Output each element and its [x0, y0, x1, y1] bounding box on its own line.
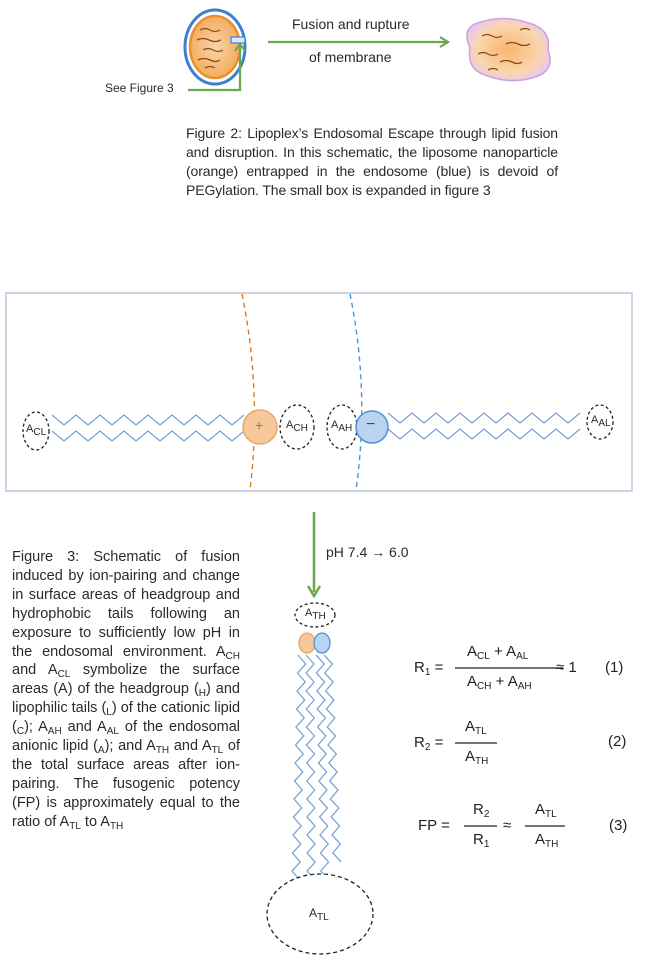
eq3-numerator: R2 [473, 801, 490, 820]
aal-label: AAL [591, 414, 611, 429]
eq2-lhs: R2 = [414, 734, 444, 753]
fusion-label-line2: of membrane [309, 49, 392, 65]
fusion-arrow [268, 36, 451, 48]
ruptured-vesicle [466, 17, 551, 82]
endosome-membrane-line [349, 293, 363, 491]
eq1-denominator: ACH + AAH [467, 673, 532, 692]
membrane-box [5, 292, 633, 492]
eq3-denominator: R1 [473, 831, 490, 850]
anionic-lipid-tails [387, 412, 581, 440]
ph-label: pH 7.4 → 6.0 [326, 544, 409, 560]
liposome-membrane-line [241, 293, 256, 491]
eq1-lhs: R1 = [414, 659, 444, 678]
anionic-headgroup [355, 410, 389, 444]
paired-lipid-tails [291, 654, 342, 890]
aah-label: AAH [331, 419, 353, 434]
eq2-numerator: ATL [465, 718, 487, 737]
atl-ellipse [266, 873, 374, 955]
figure-2-caption: Figure 2: Lipoplex’s Endosomal Escape th… [186, 125, 558, 198]
endosome-with-liposome [183, 8, 247, 86]
acl-label: ACL [26, 423, 47, 438]
eq1-approx: ≈ 1 [556, 659, 577, 676]
eq1-numerator: ACL + AAL [467, 643, 529, 662]
cationic-headgroup [242, 409, 278, 445]
see-figure-3-label: See Figure 3 [105, 81, 174, 95]
eq3-denominator-2: ATH [535, 831, 559, 850]
ach-label: ACH [286, 419, 308, 434]
ath-ellipse [294, 602, 336, 628]
eq3-approx: ≈ [503, 817, 512, 834]
eq3-number: (3) [609, 817, 628, 834]
cationic-lipid-tails [51, 414, 245, 442]
plus-sign: + [255, 417, 264, 433]
aal-ellipse [586, 404, 614, 440]
expanded-region-box [230, 36, 246, 44]
atl-label: ATL [309, 906, 329, 923]
fusion-label-line1: Fusion and rupture [292, 16, 410, 32]
figure-3-caption: Figure 3: Schematic of fusion induced by… [12, 549, 241, 832]
ach-ellipse [279, 404, 315, 450]
eq1-number: (1) [605, 659, 624, 676]
paired-cationic-head [298, 632, 316, 654]
eq3-lhs: FP = [418, 817, 450, 834]
paired-anionic-head [313, 632, 331, 654]
ph-arrow [306, 512, 322, 599]
ath-label: ATH [305, 607, 326, 622]
acl-ellipse [22, 411, 50, 451]
eq3-numerator-2: ATL [535, 801, 557, 820]
eq2-denominator: ATH [465, 748, 489, 767]
minus-sign: − [366, 416, 376, 433]
see-figure-arrow [188, 42, 246, 92]
eq2-number: (2) [608, 733, 627, 750]
